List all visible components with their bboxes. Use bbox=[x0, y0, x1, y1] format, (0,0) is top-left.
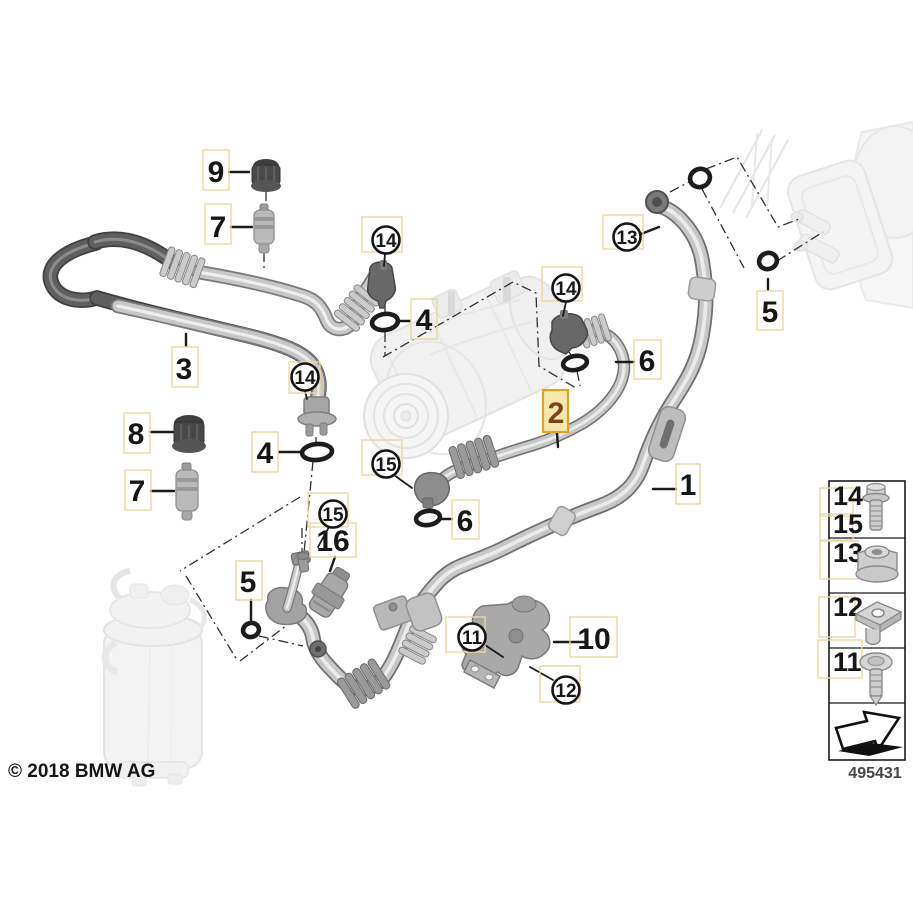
o-ring-4b bbox=[299, 441, 335, 463]
callout-label: 16 bbox=[316, 525, 349, 558]
rubber-boot bbox=[337, 658, 391, 709]
callout-label: 10 bbox=[577, 623, 610, 656]
callout-label: 4 bbox=[416, 304, 433, 337]
pipe-clamp bbox=[547, 505, 577, 537]
valve-insert-7b bbox=[175, 462, 199, 521]
o-ring-6b bbox=[413, 508, 443, 528]
callout-5b[interactable]: 5 bbox=[235, 560, 263, 601]
o-ring-4a bbox=[369, 311, 401, 333]
callout-label: 1 bbox=[680, 469, 697, 502]
clamp-plate-12 bbox=[372, 592, 443, 632]
mount-screw-15b bbox=[296, 552, 310, 573]
o-ring-5b bbox=[240, 620, 262, 640]
flange-nut-icon bbox=[855, 545, 899, 583]
callout-label: 9 bbox=[208, 156, 225, 189]
callout-6a[interactable]: 6 bbox=[633, 339, 662, 380]
callout-7b[interactable]: 7 bbox=[124, 469, 152, 511]
legend-row-cage-nut[interactable]: 12 bbox=[833, 592, 903, 646]
o-rings bbox=[240, 166, 780, 640]
callout-label: 14 bbox=[294, 368, 316, 389]
copyright: © 2018 BMW AG bbox=[8, 761, 155, 782]
callout-circle-14b[interactable]: 14 bbox=[288, 361, 321, 394]
callout-circle-15a[interactable]: 15 bbox=[361, 439, 403, 479]
protective-sleeve bbox=[647, 405, 687, 463]
callout-circle-12[interactable]: 12 bbox=[539, 665, 581, 705]
callout-label: 5 bbox=[762, 296, 779, 329]
legend-row-bolt[interactable]: 14 15 bbox=[833, 481, 890, 539]
callout-label: 7 bbox=[129, 475, 146, 508]
callout-label: 13 bbox=[616, 228, 637, 249]
construction-lines bbox=[179, 156, 824, 662]
legend-label: 11 bbox=[833, 647, 862, 677]
corrugated-sleeve bbox=[159, 246, 206, 289]
corrugated-sleeve bbox=[398, 625, 437, 665]
hvac-unit-ghost bbox=[719, 120, 913, 310]
legend-row-nut[interactable]: 13 bbox=[833, 538, 899, 583]
callout-4a[interactable]: 4 bbox=[410, 298, 438, 340]
callout-circle-13[interactable]: 13 bbox=[602, 214, 644, 252]
callout-label: 6 bbox=[639, 345, 656, 378]
callout-8[interactable]: 8 bbox=[123, 412, 151, 454]
sealing-cap-8 bbox=[172, 415, 206, 453]
callout-label: 3 bbox=[176, 353, 193, 386]
callout-label: 7 bbox=[210, 211, 227, 244]
callout-label: 15 bbox=[322, 505, 344, 526]
valve-insert-7a bbox=[253, 203, 275, 254]
cage-nut-icon bbox=[854, 601, 903, 646]
callout-label: 14 bbox=[375, 231, 397, 252]
callout-label: 15 bbox=[375, 455, 397, 476]
sealing-cap-9 bbox=[251, 159, 281, 192]
direction-arrow-icon bbox=[834, 710, 903, 756]
callout-9[interactable]: 9 bbox=[202, 149, 230, 191]
drawing-number: 495431 bbox=[848, 765, 901, 782]
callout-3[interactable]: 3 bbox=[171, 346, 199, 388]
flange-bolt-icon bbox=[862, 482, 890, 531]
callout-label: 8 bbox=[128, 418, 145, 451]
legend-row-screw[interactable]: 11 bbox=[833, 647, 893, 707]
callout-label: 2 bbox=[548, 397, 565, 430]
port-fitting-14c bbox=[549, 310, 589, 355]
callout-1[interactable]: 1 bbox=[675, 463, 701, 505]
rubber-boot bbox=[448, 434, 500, 479]
o-ring-4c bbox=[687, 166, 713, 190]
pipe-clamp bbox=[687, 276, 717, 302]
accumulator-ghost bbox=[101, 568, 207, 787]
hose-3-hairpin bbox=[42, 231, 385, 404]
callout-5a[interactable]: 5 bbox=[756, 290, 784, 331]
callout-2-highlighted[interactable]: 2 bbox=[541, 388, 570, 434]
callout-label: 4 bbox=[257, 437, 274, 470]
callout-label: 12 bbox=[555, 681, 576, 702]
port-fitting-14b bbox=[297, 396, 337, 437]
legend-table: 14 15 13 12 bbox=[817, 480, 906, 761]
callout-7a[interactable]: 7 bbox=[204, 203, 232, 245]
elbow-fitting bbox=[413, 471, 450, 509]
callout-circle-11[interactable]: 11 bbox=[445, 616, 487, 653]
callout-label: 11 bbox=[462, 628, 483, 649]
callout-label: 5 bbox=[240, 566, 257, 599]
leader-lines bbox=[148, 170, 770, 681]
callout-circle-15b[interactable]: 15 bbox=[307, 492, 349, 529]
legend-label: 15 bbox=[833, 509, 863, 539]
washer-screw-icon bbox=[859, 652, 893, 707]
bracket-10 bbox=[460, 595, 551, 689]
o-ring-6a bbox=[560, 353, 590, 373]
o-ring-5a bbox=[756, 250, 780, 272]
pressure-sensor-16 bbox=[308, 566, 351, 618]
callout-circle-14c[interactable]: 14 bbox=[541, 266, 583, 303]
callout-4b[interactable]: 4 bbox=[251, 431, 279, 473]
hose-2 bbox=[413, 310, 631, 509]
callout-6b[interactable]: 6 bbox=[451, 499, 480, 540]
callout-label: 6 bbox=[457, 505, 474, 538]
hose-1 bbox=[265, 190, 717, 709]
legend-row-arrow bbox=[834, 710, 903, 756]
legend-label: 14 bbox=[833, 481, 863, 511]
callout-10[interactable]: 10 bbox=[569, 616, 618, 658]
corrugated-elbow bbox=[333, 284, 380, 332]
elbow-flange-13 bbox=[645, 190, 669, 214]
callout-label: 14 bbox=[555, 279, 577, 300]
callout-circle-14a[interactable]: 14 bbox=[361, 216, 403, 255]
